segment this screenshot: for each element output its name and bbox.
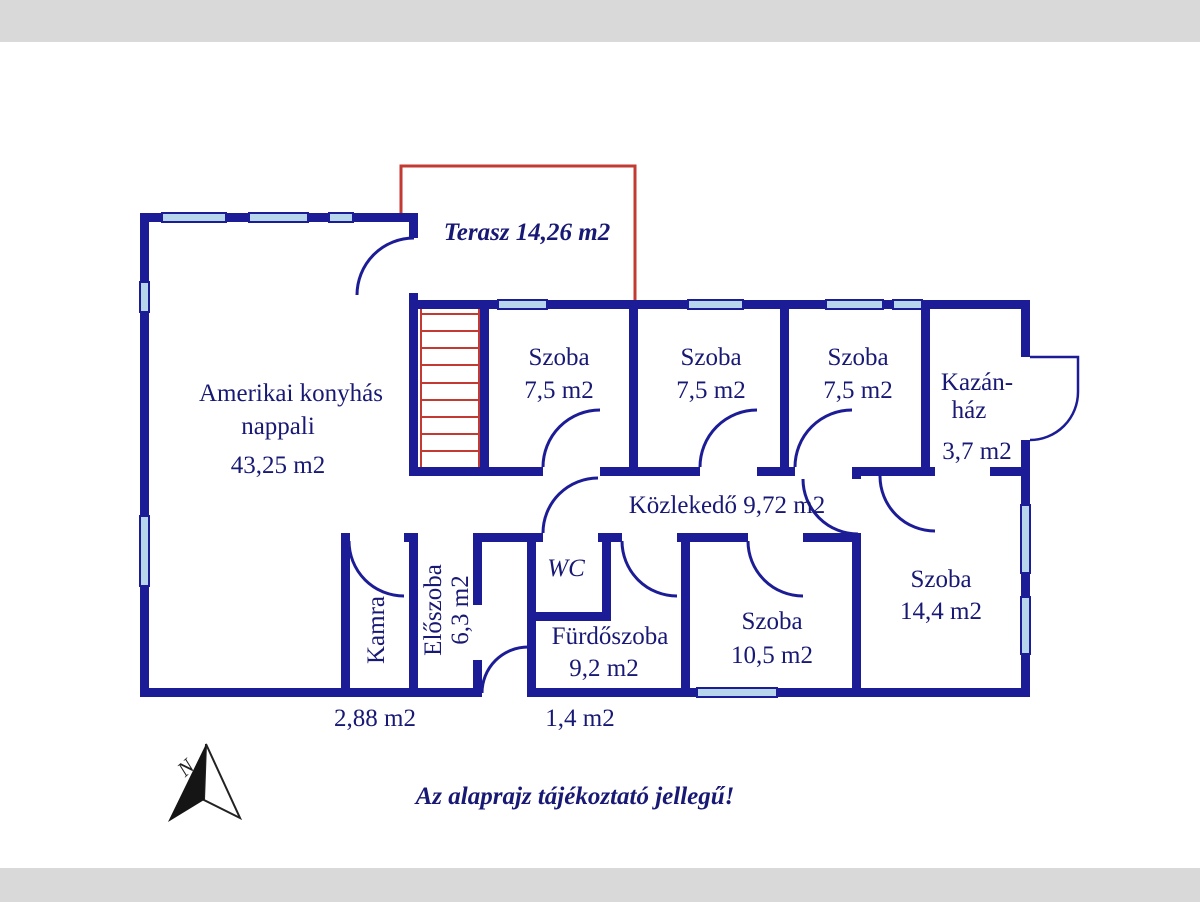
szoba2-name: Szoba bbox=[680, 344, 742, 371]
footer-note: Az alaprajz tájékoztató jellegű! bbox=[415, 783, 735, 810]
szoba1-door-arc bbox=[541, 408, 601, 468]
nappali-name-line2: nappali bbox=[241, 413, 315, 440]
kozlekedo-label: Közlekedő 9,72 m2 bbox=[628, 492, 826, 519]
szoba3-name: Szoba bbox=[827, 344, 889, 371]
szoba-right-small-area: 10,5 m2 bbox=[731, 642, 813, 669]
letterbox-bottom bbox=[0, 868, 1200, 902]
wc-door-arc bbox=[541, 476, 599, 534]
staircase bbox=[420, 309, 481, 467]
kazanhaz-name-line1: Kazán- bbox=[940, 369, 1014, 396]
terrace-outline bbox=[399, 164, 637, 300]
eloszoba-name: Előszoba bbox=[420, 564, 447, 656]
terasz-label: Terasz 14,26 m2 bbox=[443, 219, 611, 246]
kazan-door-arc bbox=[878, 475, 936, 533]
furdoszoba-area: 9,2 m2 bbox=[569, 655, 639, 682]
door-arcs-layer bbox=[347, 236, 1080, 694]
compass-icon bbox=[168, 743, 243, 822]
szoba-right-small-name: Szoba bbox=[741, 608, 803, 635]
szoba-10-door-arc bbox=[746, 540, 804, 598]
letterbox-top bbox=[0, 0, 1200, 42]
furdoszoba-door-arc bbox=[620, 540, 678, 598]
szoba2-area: 7,5 m2 bbox=[676, 377, 746, 404]
kamra-area: 2,88 m2 bbox=[334, 705, 416, 732]
terrace-door-arc bbox=[355, 236, 415, 296]
windows-layer bbox=[139, 212, 1031, 698]
szoba-14-door-arc bbox=[801, 478, 859, 536]
szoba-right-large-area: 14,4 m2 bbox=[900, 598, 982, 625]
kamra-label: Kamra bbox=[363, 595, 390, 665]
eloszoba-label: Előszoba 6,3 m2 bbox=[420, 564, 474, 656]
szoba2-door-arc bbox=[698, 408, 758, 468]
entry-area-label: 1,4 m2 bbox=[545, 705, 615, 732]
szoba3-door-arc bbox=[793, 408, 853, 468]
kazanhaz-name-line2: ház bbox=[951, 397, 987, 424]
szoba-right-large-name: Szoba bbox=[910, 566, 972, 593]
eloszoba-area: 6,3 m2 bbox=[447, 575, 474, 645]
nappali-area: 43,25 m2 bbox=[230, 452, 326, 479]
kazan-exterior-door bbox=[1029, 355, 1080, 442]
wc-label: WC bbox=[547, 555, 585, 582]
entrance-door-arc bbox=[480, 645, 529, 694]
szoba1-area: 7,5 m2 bbox=[524, 377, 594, 404]
furdoszoba-name: Fürdőszoba bbox=[551, 623, 669, 650]
szoba1-name: Szoba bbox=[528, 344, 590, 371]
nappali-name-line1: Amerikai konyhás bbox=[199, 380, 383, 407]
kazanhaz-area: 3,7 m2 bbox=[942, 438, 1012, 465]
szoba3-area: 7,5 m2 bbox=[823, 377, 893, 404]
kamra-door-arc bbox=[347, 540, 405, 598]
